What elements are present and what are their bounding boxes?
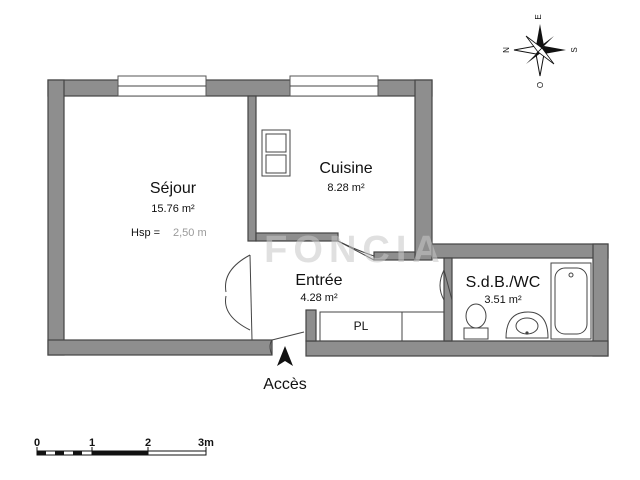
- closet-box-small: [401, 311, 445, 342]
- ceiling-height-value: 2,50 m: [173, 227, 207, 239]
- room-name-placard: PL: [354, 319, 369, 333]
- access-marker: Accès: [263, 346, 307, 393]
- room-entree: Entrée 4.28 m²: [295, 272, 342, 304]
- room-name-sejour: Séjour: [150, 180, 197, 197]
- fixtures: [261, 129, 592, 342]
- room-sdb: S.d.B./WC 3.51 m²: [466, 274, 541, 306]
- scale-tick-3: 3m: [198, 437, 214, 449]
- room-name-cuisine: Cuisine: [319, 160, 372, 177]
- compass-east: E: [534, 14, 543, 19]
- room-cuisine: Cuisine 8.28 m²: [319, 160, 372, 194]
- room-sejour: Séjour 15.76 m² Hsp = 2,50 m: [131, 180, 207, 239]
- room-area-entree: 4.28 m²: [300, 292, 338, 304]
- access-arrow-icon: [277, 346, 293, 366]
- room-area-sejour: 15.76 m²: [151, 203, 195, 215]
- kitchen-sink-icon: [261, 129, 291, 177]
- doors: [225, 240, 453, 356]
- scale-tick-2: 2: [145, 437, 151, 449]
- compass-rose-icon: E N S O: [502, 14, 579, 88]
- scale-tick-1: 1: [89, 437, 95, 449]
- room-area-cuisine: 8.28 m²: [327, 182, 365, 194]
- compass-north: N: [502, 47, 511, 53]
- room-name-entree: Entrée: [295, 272, 342, 289]
- room-area-sdb: 3.51 m²: [484, 294, 522, 306]
- room-name-sdb: S.d.B./WC: [466, 274, 541, 291]
- watermark: FONCIA: [264, 229, 446, 271]
- compass-west: O: [536, 82, 545, 88]
- washbasin-icon: [505, 311, 549, 339]
- windows: [117, 75, 379, 97]
- compass-south: S: [570, 47, 579, 52]
- ceiling-height-label: Hsp =: [131, 227, 160, 239]
- access-label: Accès: [263, 376, 307, 393]
- walls: [47, 79, 609, 357]
- scale-bar: 0 1 2 3m: [34, 437, 214, 456]
- bathtub-icon: [550, 262, 592, 340]
- scale-tick-0: 0: [34, 437, 40, 449]
- toilet-icon: [463, 303, 489, 340]
